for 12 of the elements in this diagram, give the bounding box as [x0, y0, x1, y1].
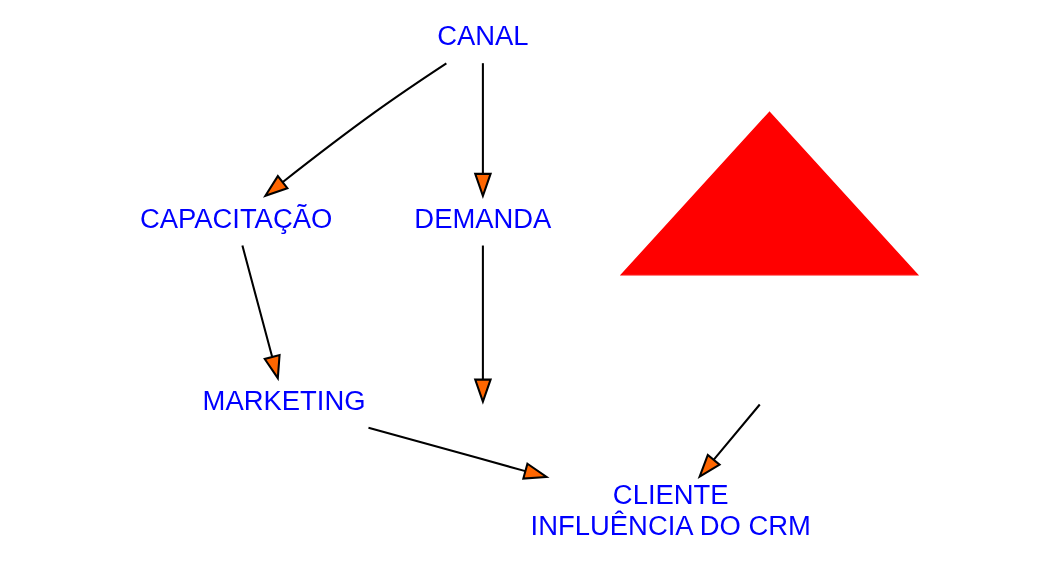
arrow: [262, 62, 447, 198]
node-text: MARKETING: [202, 384, 366, 416]
node-text: DEMANDA: [413, 202, 551, 234]
arrow: [473, 245, 492, 405]
arrow: [697, 403, 761, 480]
node-text: CAPACITAÇÃO: [139, 202, 332, 234]
arrow: [473, 63, 492, 199]
arrow: [240, 245, 281, 382]
arrow: [367, 426, 550, 480]
node-text: CLIENTE INFLUÊNCIA DO CRM: [530, 479, 811, 541]
node-triangle: [619, 111, 919, 276]
node-text: CANAL: [436, 20, 529, 52]
